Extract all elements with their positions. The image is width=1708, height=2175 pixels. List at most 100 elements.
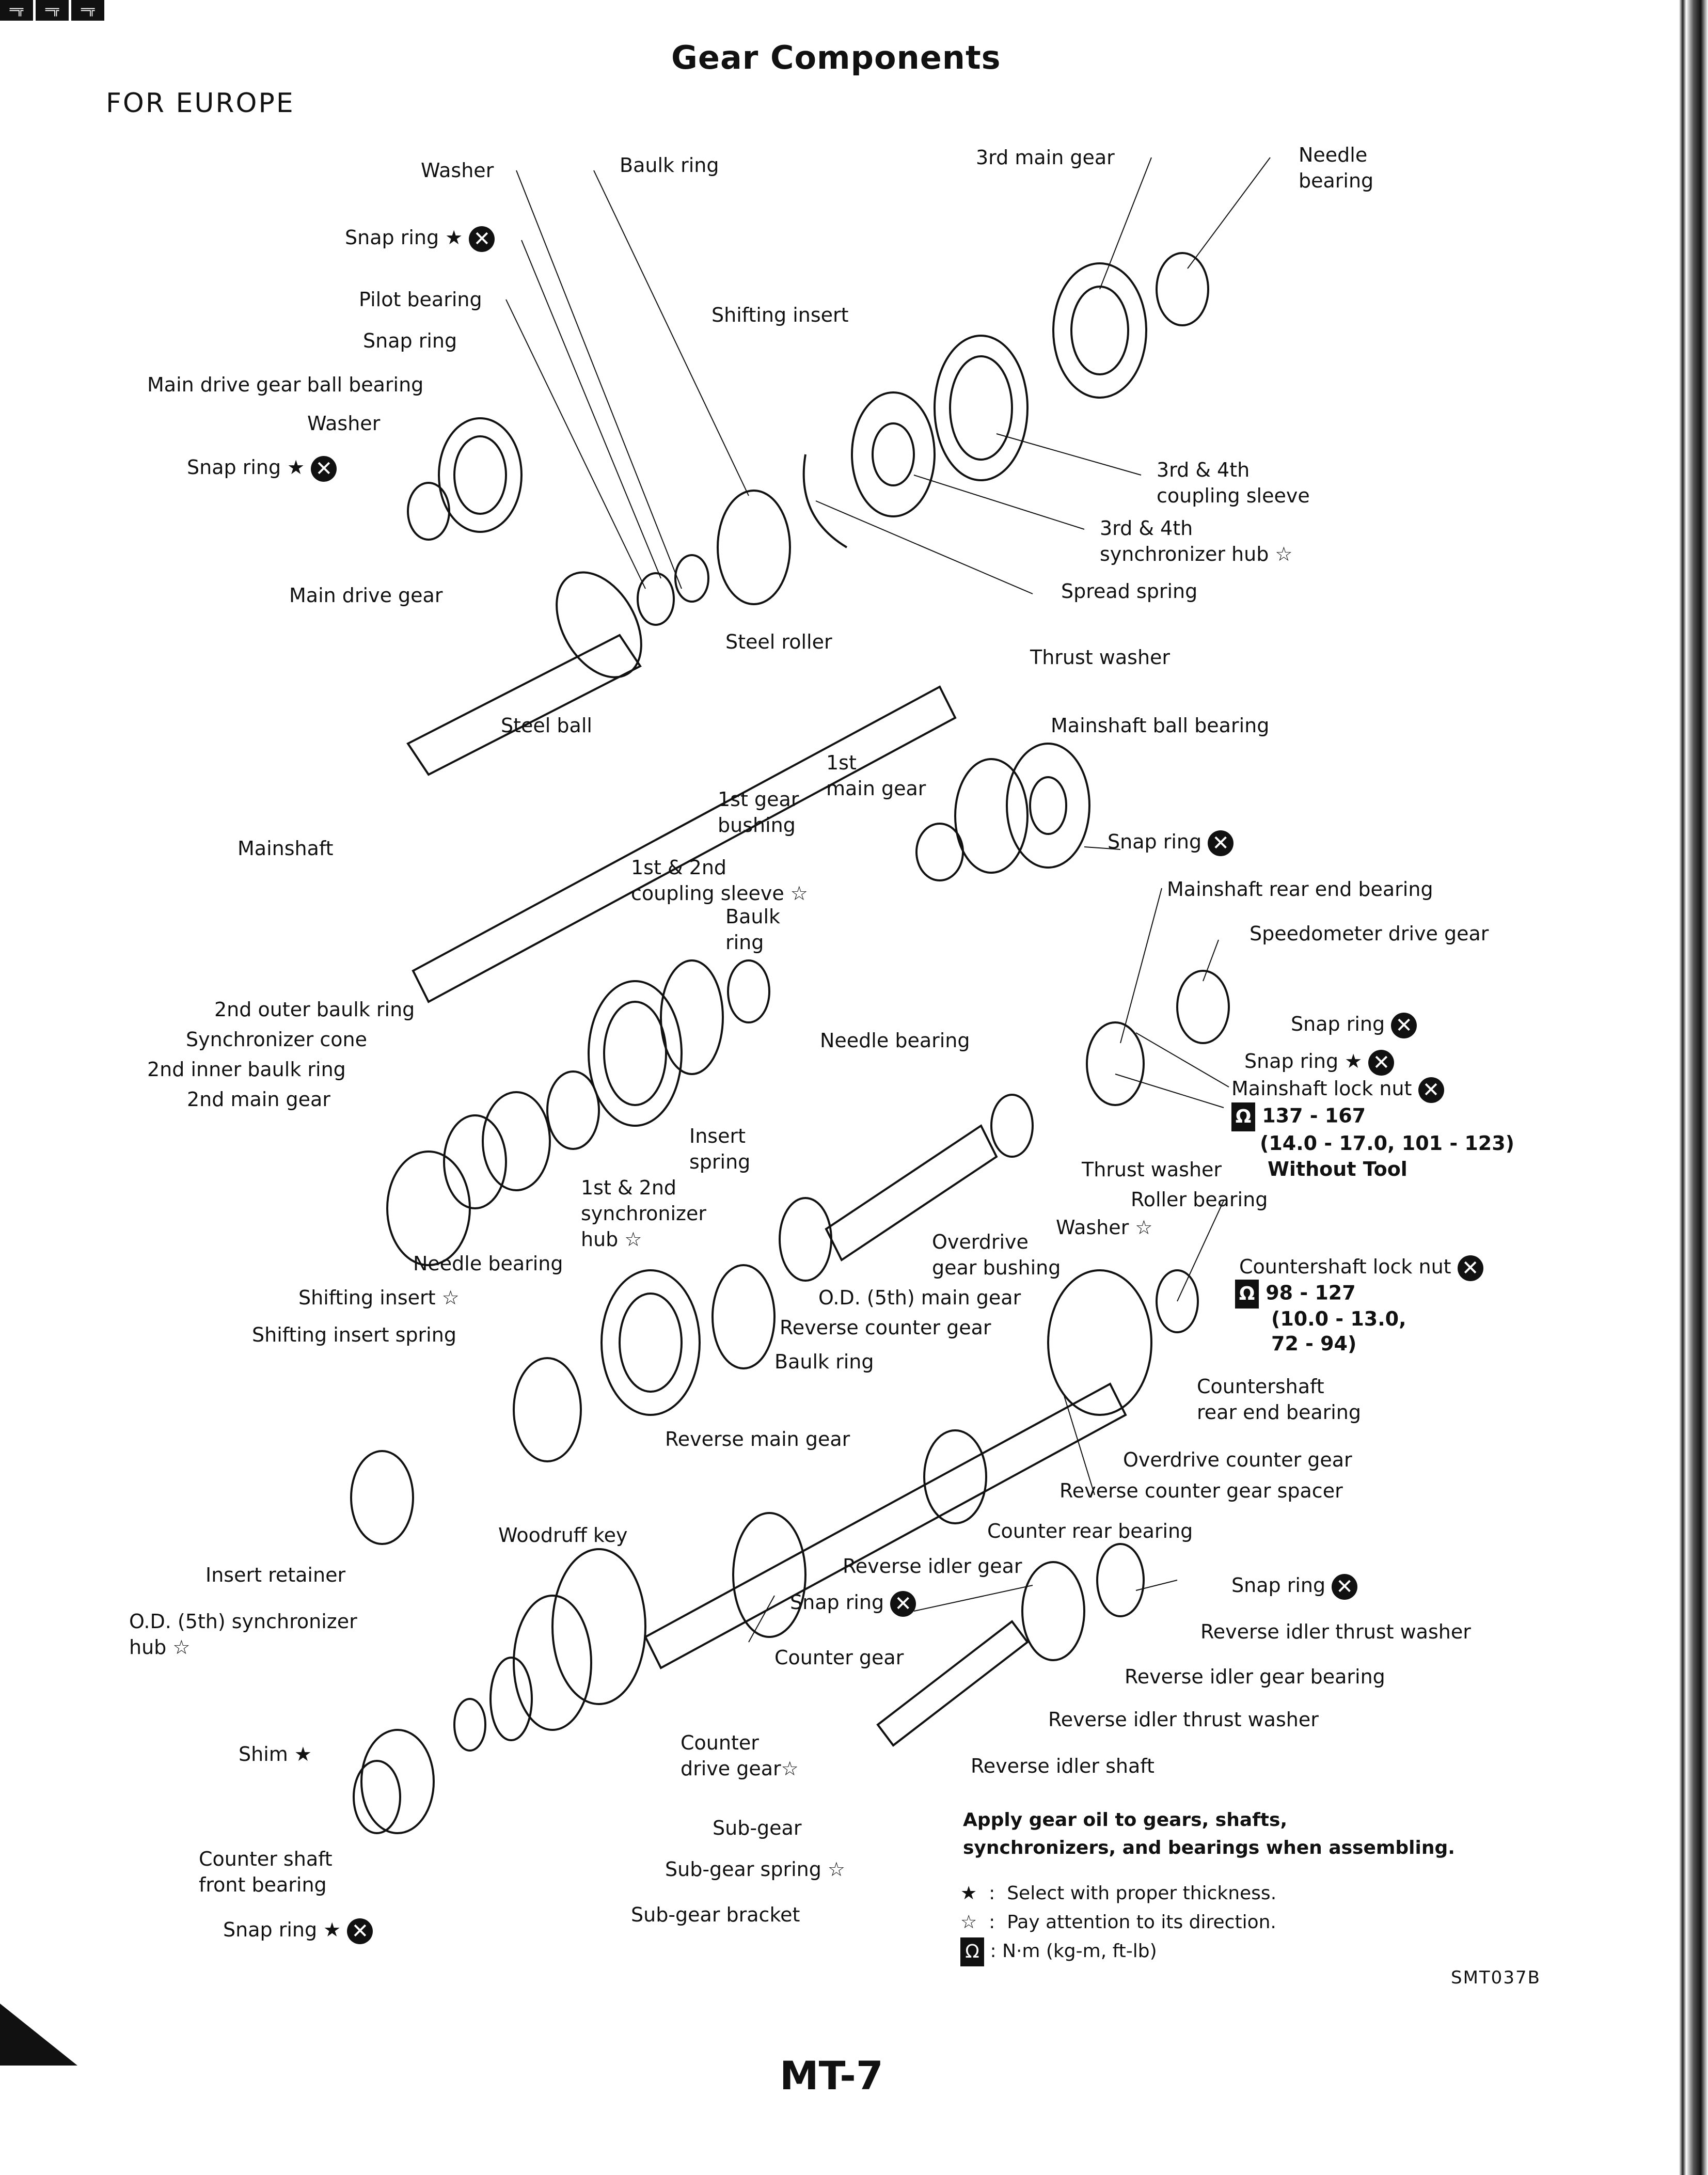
torque-wrench-icon: Ω	[1231, 1102, 1255, 1131]
label-snap-ring: Snap ring ✕	[790, 1589, 916, 1617]
label-baulk-ring: Baulk ring	[620, 154, 719, 177]
label-reverse-idler-shaft: Reverse idler shaft	[971, 1755, 1155, 1777]
replace-part-icon: ✕	[311, 455, 337, 482]
torque-wrench-icon: Ω	[960, 1937, 984, 1966]
label-counter-rear-bearing: Counter rear bearing	[987, 1520, 1193, 1542]
label-text: Mainshaft lock nut	[1231, 1077, 1412, 1100]
page-number: MT-7	[780, 2053, 883, 2099]
label-mainshaft: Mainshaft	[238, 837, 334, 860]
replace-part-icon: ✕	[1391, 1012, 1417, 1038]
label-snap-ring: Snap ring ✕	[1108, 829, 1234, 856]
label-counter-shaft-front-bearing: Counter shaft front bearing	[199, 1848, 333, 1896]
label-od-5th-synchronizer-hub: O.D. (5th) synchronizer hub ☆	[129, 1610, 357, 1659]
replace-part-icon: ✕	[1418, 1077, 1444, 1103]
label-steel-roller: Steel roller	[725, 631, 832, 653]
outline-star-icon: ☆	[960, 1912, 977, 1933]
replace-part-icon: ✕	[1208, 830, 1234, 856]
label-1st-2nd-synchronizer-hub: 1st & 2nd synchronizer hub ☆	[581, 1176, 706, 1251]
label-text: Snap ring ★	[1244, 1050, 1363, 1073]
label-reverse-counter-gear: Reverse counter gear	[780, 1316, 991, 1339]
label-baulk-ring: Baulk ring	[774, 1350, 874, 1373]
label-reverse-idler-thrust-washer: Reverse idler thrust washer	[1200, 1620, 1471, 1643]
label-snap-ring: Snap ring ★ ✕	[223, 1917, 373, 1944]
label-roller-bearing: Roller bearing	[1131, 1188, 1268, 1211]
scan-edge-shadow	[1672, 0, 1708, 2175]
label-shim: Shim ★	[239, 1743, 312, 1766]
legend-item-torque-units: Ω : N·m (kg-m, ft-lb)	[960, 1937, 1157, 1966]
torque-wrench-icon: Ω	[1235, 1280, 1259, 1309]
label-text: Countershaft lock nut	[1239, 1255, 1451, 1278]
label-text: Snap ring	[1108, 830, 1202, 853]
label-needle-bearing: Needle bearing	[413, 1252, 563, 1275]
label-washer: Washer ☆	[1056, 1216, 1153, 1239]
label-2nd-main-gear: 2nd main gear	[187, 1088, 330, 1111]
without-tool-note: Without Tool	[1268, 1158, 1407, 1180]
label-overdrive-gear-bushing: Overdrive gear bushing	[932, 1231, 1061, 1279]
label-shifting-insert-spring: Shifting insert spring	[252, 1323, 456, 1346]
filled-star-icon: ★	[960, 1883, 977, 1904]
assembly-note: Apply gear oil to gears, shafts, synchro…	[963, 1809, 1455, 1858]
label-insert-retainer: Insert retainer	[205, 1564, 346, 1586]
label-sub-gear-bracket: Sub-gear bracket	[631, 1903, 800, 1926]
torque-alt-units: (14.0 - 17.0, 101 - 123)	[1260, 1132, 1515, 1155]
replace-part-icon: ✕	[1457, 1255, 1483, 1281]
label-mainshaft-lock-nut: Mainshaft lock nut ✕	[1231, 1076, 1444, 1103]
special-tool-icon: ═╦	[71, 0, 105, 21]
legend-text: : Pay attention to its direction.	[989, 1912, 1276, 1933]
label-text: Snap ring ★	[345, 226, 463, 249]
label-main-drive-gear: Main drive gear	[289, 584, 443, 607]
special-tool-icon: ═╦	[0, 0, 33, 21]
label-synchronizer-cone: Synchronizer cone	[186, 1028, 367, 1051]
label-snap-ring: Snap ring	[363, 329, 457, 352]
label-sub-gear-spring: Sub-gear spring ☆	[665, 1858, 845, 1881]
label-3rd-4th-coupling-sleeve: 3rd & 4th coupling sleeve	[1157, 459, 1310, 507]
label-sub-gear: Sub-gear	[713, 1817, 802, 1839]
label-reverse-counter-gear-spacer: Reverse counter gear spacer	[1059, 1479, 1343, 1502]
label-reverse-main-gear: Reverse main gear	[665, 1428, 850, 1451]
label-needle-bearing: Needle bearing	[820, 1029, 970, 1052]
label-main-drive-gear-ball-bearing: Main drive gear ball bearing	[147, 373, 424, 396]
label-countershaft-rear-end-bearing: Countershaft rear end bearing	[1197, 1375, 1361, 1424]
label-1st-gear-bushing: 1st gear bushing	[718, 788, 799, 837]
label-3rd-4th-synchronizer-hub: 3rd & 4th synchronizer hub ☆	[1100, 517, 1293, 565]
legend-item-select-thickness: ★ : Select with proper thickness.	[960, 1880, 1276, 1908]
label-washer: Washer	[307, 412, 381, 435]
label-text: Snap ring	[1231, 1574, 1326, 1597]
label-overdrive-counter-gear: Overdrive counter gear	[1123, 1448, 1352, 1471]
label-3rd-main-gear: 3rd main gear	[976, 146, 1115, 169]
label-pilot-bearing: Pilot bearing	[359, 288, 482, 311]
label-thrust-washer: Thrust washer	[1030, 646, 1171, 669]
legend-text: : Select with proper thickness.	[989, 1883, 1277, 1904]
label-snap-ring: Snap ring ✕	[1231, 1572, 1358, 1600]
label-mainshaft-ball-bearing: Mainshaft ball bearing	[1051, 714, 1270, 737]
label-snap-ring: Snap ring ★ ✕	[1244, 1048, 1395, 1076]
replace-part-icon: ✕	[1368, 1049, 1395, 1076]
label-countershaft-lock-nut: Countershaft lock nut ✕	[1239, 1254, 1483, 1281]
label-reverse-idler-gear-bearing: Reverse idler gear bearing	[1125, 1665, 1385, 1688]
label-speedometer-drive-gear: Speedometer drive gear	[1250, 922, 1489, 945]
label-washer: Washer	[421, 159, 494, 182]
label-text: Snap ring	[790, 1591, 884, 1614]
label-counter-gear: Counter gear	[774, 1646, 904, 1669]
label-2nd-inner-baulk-ring: 2nd inner baulk ring	[147, 1058, 346, 1081]
label-steel-ball: Steel ball	[501, 714, 592, 737]
label-text: Snap ring	[1291, 1013, 1385, 1035]
label-shifting-insert: Shifting insert	[711, 304, 849, 326]
label-od-5th-main-gear: O.D. (5th) main gear	[818, 1286, 1021, 1309]
replace-part-icon: ✕	[469, 226, 495, 252]
mainshaft-lock-nut-torque: Ω 137 - 167	[1231, 1102, 1366, 1131]
region-label: FOR EUROPE	[106, 88, 295, 119]
label-snap-ring: Snap ring ★ ✕	[345, 225, 495, 252]
label-thrust-washer: Thrust washer	[1082, 1158, 1222, 1181]
label-snap-ring: Snap ring ✕	[1291, 1011, 1417, 1038]
label-baulk-ring: Baulk ring	[725, 905, 781, 954]
legend-item-direction: ☆ : Pay attention to its direction.	[960, 1909, 1276, 1936]
label-woodruff-key: Woodruff key	[498, 1524, 628, 1547]
torque-alt-units: (10.0 - 13.0, 72 - 94)	[1271, 1307, 1406, 1355]
replace-part-icon: ✕	[1332, 1573, 1358, 1600]
replace-part-icon: ✕	[347, 1918, 373, 1944]
label-text: Snap ring ★	[187, 456, 305, 479]
torque-value: 137 - 167	[1262, 1104, 1366, 1127]
